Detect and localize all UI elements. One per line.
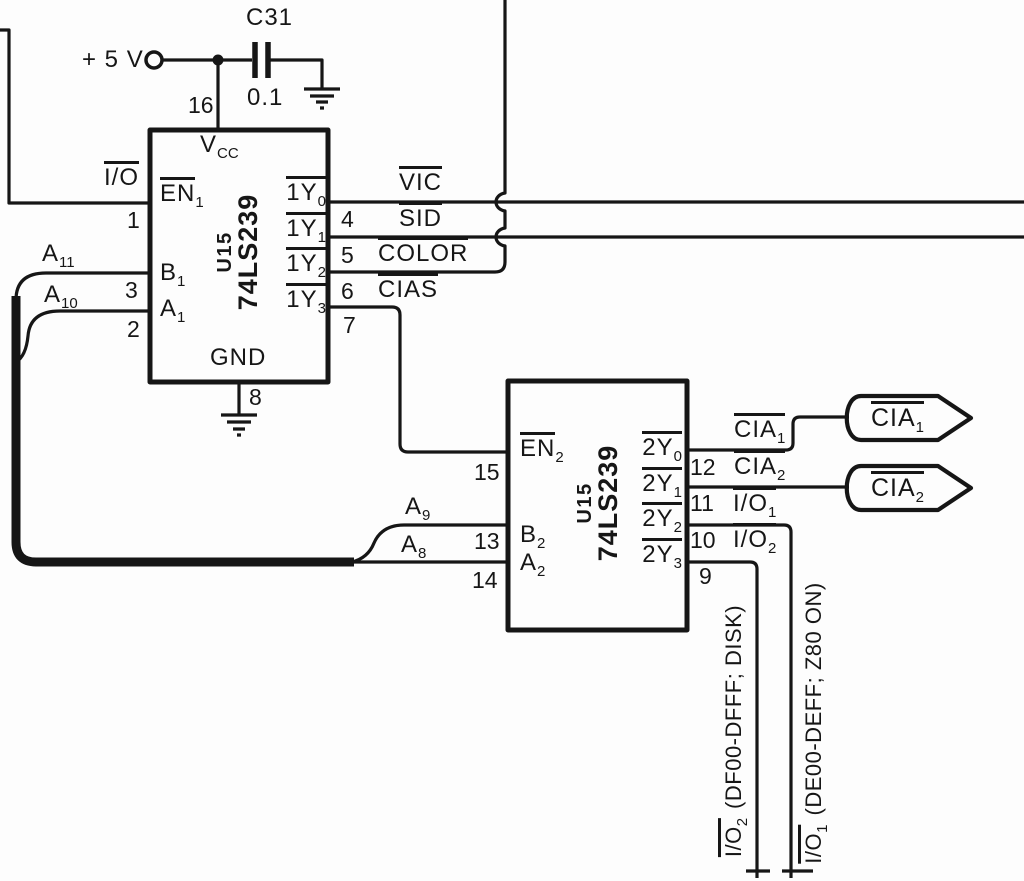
pin-number-10: 10: [690, 527, 716, 553]
connector-cia2-label: CIA2: [850, 468, 945, 508]
signal-label-color: COLOR: [378, 237, 469, 266]
pin-number-6: 6: [341, 278, 354, 304]
ic2-pin-2y3-label: 2Y3: [642, 538, 682, 571]
signal-label-io: I/O: [104, 161, 140, 190]
ic1-part-number: 74LS239: [233, 193, 263, 311]
cap-ref-label: C31: [246, 4, 294, 31]
ic1-refdes-part: U15 74LS239: [214, 193, 263, 311]
supply-terminal-circle: [144, 50, 164, 70]
ic1-pin-b1-label: B1: [160, 259, 186, 290]
ic1-vcc-label: VCC: [200, 131, 239, 162]
wire-cap-to-ground: [270, 58, 324, 88]
ic2-pin-2y2-label: 2Y2: [642, 502, 682, 535]
pin-number-12: 12: [690, 454, 716, 480]
signal-label-cia2: CIA2: [734, 450, 786, 483]
pin-number-11: 11: [690, 490, 714, 516]
signal-label-cias: CIAS: [378, 273, 439, 302]
signal-label-a8: A8: [401, 531, 427, 562]
signal-label-cia1: CIA1: [734, 413, 786, 446]
ic2-pin-en2-label: EN2: [520, 432, 564, 465]
ic2-pin-b2-label: B2: [520, 521, 546, 552]
pin-number-8: 8: [249, 384, 262, 410]
ic2-refdes: U15: [574, 482, 596, 524]
wire-cia1: [687, 415, 849, 452]
cap-value-label: 0.1: [247, 84, 284, 111]
ic1-pin-1y3-label: 1Y3: [286, 283, 326, 316]
ic2-part-number: 74LS239: [593, 444, 623, 562]
connector-cia1-label: CIA1: [850, 398, 945, 438]
pin-number-3: 3: [125, 277, 138, 303]
ic2-refdes-part: U15 74LS239: [574, 444, 623, 562]
ic1-pin-1y2-label: 1Y2: [286, 247, 326, 280]
pin-number-7: 7: [343, 312, 356, 338]
pin-number-5: 5: [341, 242, 354, 268]
connector-flag-cia1: [844, 393, 974, 443]
pin-number-4: 4: [341, 206, 354, 232]
pin-number-15: 15: [474, 459, 500, 485]
wire-a11: [14, 271, 150, 301]
ic2-outline: [505, 378, 690, 633]
wire-io-input: [0, 28, 150, 205]
pin-number-14: 14: [472, 567, 498, 593]
pin-number-2: 2: [127, 316, 140, 342]
signal-label-a10: A10: [44, 281, 78, 312]
ic1-pin-en1-label: EN1: [160, 177, 204, 210]
plus5v-label: + 5 V: [82, 46, 144, 73]
ic2-pin-2y0-label: 2Y0: [642, 431, 682, 464]
pin-number-16: 16: [188, 92, 214, 118]
wire-cias-en2: [328, 305, 508, 454]
pin-number-1: 1: [127, 207, 140, 233]
address-bus: [11, 296, 354, 567]
wire-a10: [15, 309, 150, 364]
signal-label-vic: VIC: [399, 166, 443, 195]
ic1-refdes: U15: [214, 231, 236, 273]
pin-number-9: 9: [699, 563, 712, 589]
wire-color: [328, 0, 507, 274]
ic1-gnd-label: GND: [210, 344, 267, 371]
connector-flag-cia2: [844, 463, 974, 513]
ic1-pin-a1-label: A1: [160, 295, 186, 326]
ic1-pin-1y0-label: 1Y0: [286, 176, 326, 209]
wire-a9: [351, 523, 508, 564]
signal-label-io1: I/O1: [733, 487, 777, 520]
wire-io1: [687, 523, 793, 878]
signal-label-io2: I/O2: [733, 523, 777, 556]
ground-symbol-ic1: [221, 413, 257, 437]
signal-label-sid: SID: [399, 202, 443, 231]
note-io1-range: I/O1(DE00-DEFF; Z80 ON): [798, 582, 831, 864]
ground-symbol-c31: [304, 87, 340, 110]
ic2-pin-a2-label: A2: [520, 549, 546, 580]
signal-label-a9: A9: [405, 493, 431, 524]
pin-number-13: 13: [474, 528, 500, 554]
note-io2-range: I/O2(DF00-DFFF; DISK): [718, 605, 751, 858]
capacitor-c31-plates: [252, 42, 271, 78]
ic1-pin-1y1-label: 1Y1: [286, 212, 326, 245]
ic2-pin-2y1-label: 2Y1: [642, 467, 682, 500]
signal-label-a11: A11: [42, 240, 75, 271]
wire-io2: [687, 560, 759, 878]
